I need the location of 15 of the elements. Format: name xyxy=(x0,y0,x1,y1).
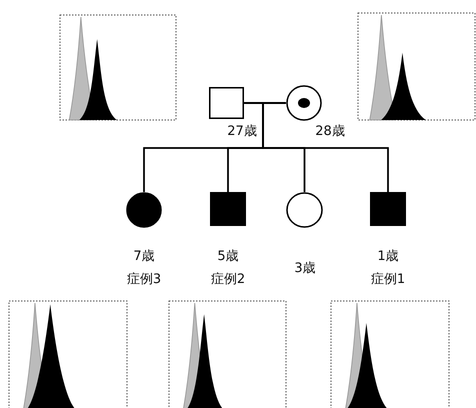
age-label: 7歳 xyxy=(132,248,156,266)
case-label: 症例2 xyxy=(210,271,246,289)
age-label: 5歳 xyxy=(216,248,240,266)
case-label: 症例3 xyxy=(126,271,162,289)
case-label: 症例1 xyxy=(370,271,406,289)
age-label: 1歳 xyxy=(376,248,400,266)
age-label: 28歳 xyxy=(314,123,346,141)
affected-male-square xyxy=(210,192,246,226)
age-label: 27歳 xyxy=(226,123,258,141)
affected-male-square xyxy=(370,192,406,226)
female-circle xyxy=(286,192,323,228)
age-label: 3歳 xyxy=(293,260,317,278)
affected-female-circle xyxy=(126,192,162,228)
male-square xyxy=(209,87,244,119)
female-circle xyxy=(286,85,322,121)
